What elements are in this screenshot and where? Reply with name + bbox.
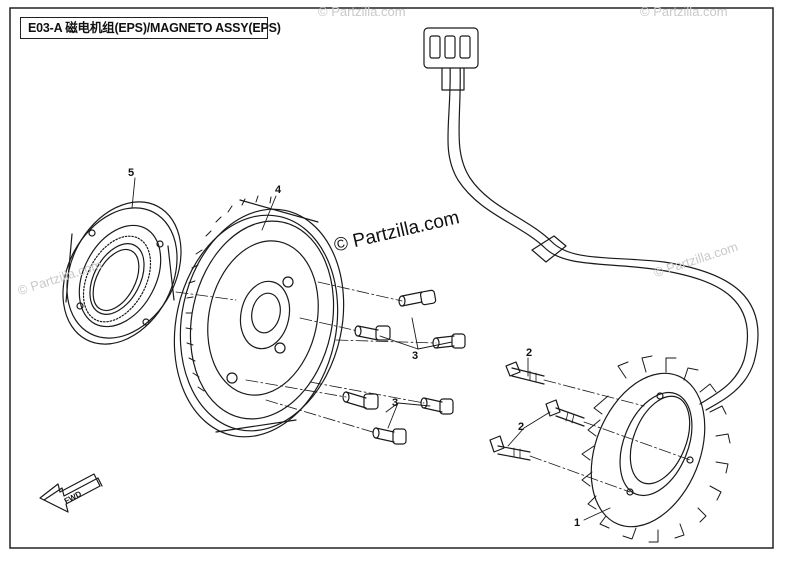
callout-5: 5 (128, 167, 134, 179)
flywheel-bolt-b[interactable] (354, 325, 391, 341)
flywheel-teeth (185, 195, 272, 392)
flywheel-bolt-d[interactable] (342, 391, 379, 410)
leader-lines (131, 177, 611, 521)
watermark-top: © Partzilla.com (318, 4, 406, 19)
callout-4: 4 (275, 184, 282, 196)
starter-clutch-part[interactable] (40, 182, 203, 364)
stator-bolt-b[interactable] (545, 399, 585, 427)
page-frame (9, 7, 774, 549)
flywheel-bolt-c[interactable] (432, 333, 466, 349)
callout-2-upper: 2 (526, 347, 532, 359)
flywheel-bolt-a[interactable] (398, 289, 437, 307)
alignment-lines (175, 281, 691, 493)
callout-1: 1 (574, 517, 580, 529)
diagram-title: E03-A 磁电机组(EPS)/MAGNETO ASSY(EPS) (20, 17, 281, 39)
callout-2-lower: 2 (518, 421, 524, 433)
fwd-arrow-icon (39, 473, 103, 513)
flywheel-bolt-e[interactable] (420, 397, 454, 415)
callout-3-upper: 3 (412, 350, 418, 362)
stator-bolt-c[interactable] (489, 435, 531, 461)
watermark-top-right: © Partzilla.com (640, 4, 728, 19)
stator-coils (581, 355, 731, 543)
stator-bolt-a[interactable] (505, 361, 545, 385)
flywheel-bolt-f[interactable] (372, 427, 407, 445)
wiring-harness (423, 27, 759, 411)
flywheel-part[interactable] (154, 194, 363, 452)
callout-3-lower: 3 (392, 397, 398, 409)
